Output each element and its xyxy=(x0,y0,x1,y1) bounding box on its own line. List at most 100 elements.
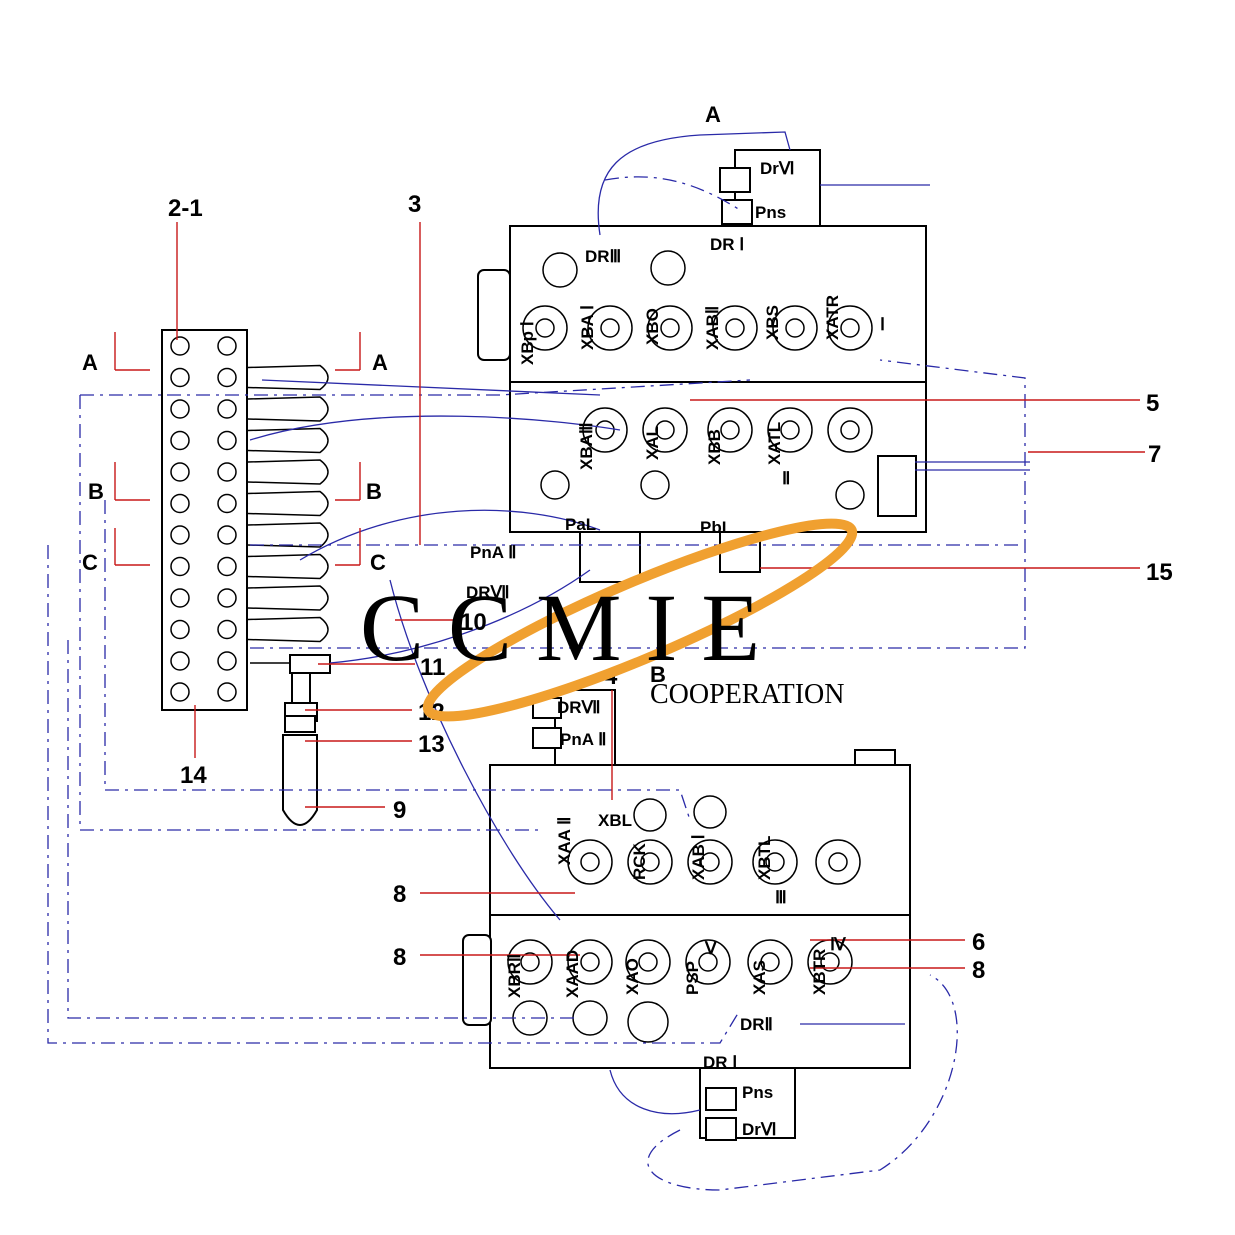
lower-spool-cap xyxy=(567,939,613,985)
upper-spool-port xyxy=(780,420,800,440)
lower-spool-cap xyxy=(627,839,673,885)
manifold-port-left xyxy=(170,556,190,577)
upper-xbb-label: XBB xyxy=(705,429,724,465)
manifold-port-left xyxy=(170,430,190,451)
lower-spool-port xyxy=(640,852,660,872)
lower-spool-port xyxy=(580,952,600,972)
lower-dr2-label: DRⅡ xyxy=(740,1015,773,1034)
lower-spool-port xyxy=(820,952,840,972)
upper-spool-cap xyxy=(827,407,873,453)
upper-xba1-label: XBA Ⅰ xyxy=(578,305,597,350)
hose-fitting xyxy=(247,616,329,643)
lower-spool-cap xyxy=(752,839,798,885)
section-b-left: B xyxy=(88,479,104,504)
upper-xatl-label: XATL xyxy=(765,422,784,465)
lower-spool-cap xyxy=(567,839,613,885)
upper-spool-cap xyxy=(827,305,873,351)
section-b-mid: B xyxy=(650,662,666,687)
upper-spool-cap xyxy=(767,407,813,453)
upper-spool-cap xyxy=(707,407,753,453)
hose-fitting xyxy=(247,553,329,580)
upper-drv7-label: DRⅦ xyxy=(466,583,510,602)
lower-plug xyxy=(693,795,727,829)
manifold-port-right xyxy=(217,556,237,577)
upper-pns-label: Pns xyxy=(755,203,786,222)
upper-spool-cap xyxy=(772,305,818,351)
callout-15: 15 xyxy=(1146,559,1173,586)
manifold-port-right xyxy=(217,588,237,608)
upper-spool-port xyxy=(655,420,675,440)
callout-13: 13 xyxy=(418,731,445,758)
upper-plug xyxy=(835,480,865,510)
upper-spool-port xyxy=(840,318,860,338)
manifold-port-right xyxy=(217,430,237,451)
hose-fitting xyxy=(247,490,329,517)
upper-plug xyxy=(540,470,570,500)
manifold-port-right xyxy=(217,651,237,671)
upper-valve-labels: DrⅥ Pns DR Ⅰ DRⅢ XBp Ⅰ XBA Ⅰ XBO XABⅡ XB… xyxy=(466,159,885,602)
lower-xbl-label: XBL xyxy=(598,811,632,830)
upper-spool-port xyxy=(785,318,805,338)
lower-xaa2-label: XAA Ⅱ xyxy=(555,817,574,865)
lower-spool-cap xyxy=(747,939,793,985)
manifold-port-left xyxy=(170,399,190,419)
callout-14: 14 xyxy=(180,762,207,789)
upper-spool-port xyxy=(725,318,745,338)
hose-fitting xyxy=(247,585,329,611)
upper-xba3-label: XBAⅢ xyxy=(577,422,596,470)
upper-plug xyxy=(640,470,670,500)
upper-spool-cap xyxy=(587,305,633,351)
upper-roman-2: Ⅱ xyxy=(782,469,790,488)
section-c-right: C xyxy=(370,550,386,575)
manifold-port-left xyxy=(170,462,190,482)
upper-pbl-label: PbL xyxy=(700,518,732,537)
manifold-port-left xyxy=(170,525,190,545)
section-markers: A A B B C C A B xyxy=(82,102,721,687)
lower-xao-label: XAO xyxy=(623,958,642,995)
upper-spool-cap xyxy=(712,305,758,351)
manifold-port-left xyxy=(170,336,190,356)
upper-spool-cap xyxy=(642,407,688,453)
section-a-top: A xyxy=(705,102,721,127)
hose-fitting xyxy=(247,459,329,485)
lower-dr1-label: DR Ⅰ xyxy=(703,1053,737,1072)
upper-pal-label: PaL xyxy=(565,515,596,534)
upper-spool-port xyxy=(535,318,555,338)
hose-fitting xyxy=(247,427,329,454)
hose-fitting xyxy=(247,522,329,548)
manifold-port-right xyxy=(217,462,237,482)
lower-spool-cap xyxy=(625,939,671,985)
section-c-left: C xyxy=(82,550,98,575)
lower-pns-label: Pns xyxy=(742,1083,773,1102)
upper-spool-port xyxy=(595,420,615,440)
lower-drvi-label: DrⅥ xyxy=(742,1120,777,1139)
lower-main-valve xyxy=(462,689,911,1141)
lower-xbr2-label: XBRⅡ xyxy=(505,954,524,998)
manifold-port-left xyxy=(170,588,190,608)
manifold-port-right xyxy=(217,336,237,356)
callout-7: 7 xyxy=(1148,441,1161,468)
manifold-port-right xyxy=(217,493,237,514)
upper-plug xyxy=(542,252,578,288)
manifold-port-right xyxy=(217,525,237,545)
watermark-sub-text: COOPERATION xyxy=(650,679,844,710)
lower-spool-port xyxy=(638,952,658,972)
callout-11: 11 xyxy=(420,654,445,681)
manifold-port-right xyxy=(217,619,237,640)
lower-drv7-label: DRⅦ xyxy=(557,698,601,717)
upper-spool-port xyxy=(840,420,860,440)
upper-spool-port xyxy=(660,318,680,338)
lower-spool-port xyxy=(698,952,718,972)
upper-xbo-label: XBO xyxy=(643,308,662,345)
section-a-right: A xyxy=(372,350,388,375)
accumulator xyxy=(282,715,318,826)
lower-xab1-label: XAB Ⅰ xyxy=(689,834,708,880)
upper-xatr-label: XATR xyxy=(823,295,842,340)
callout-6: 6 xyxy=(972,929,985,956)
pilot-manifold-block xyxy=(161,329,331,722)
upper-xab2-label: XABⅡ xyxy=(703,306,722,350)
lower-spool-cap xyxy=(507,939,553,985)
lower-plug xyxy=(633,798,667,832)
